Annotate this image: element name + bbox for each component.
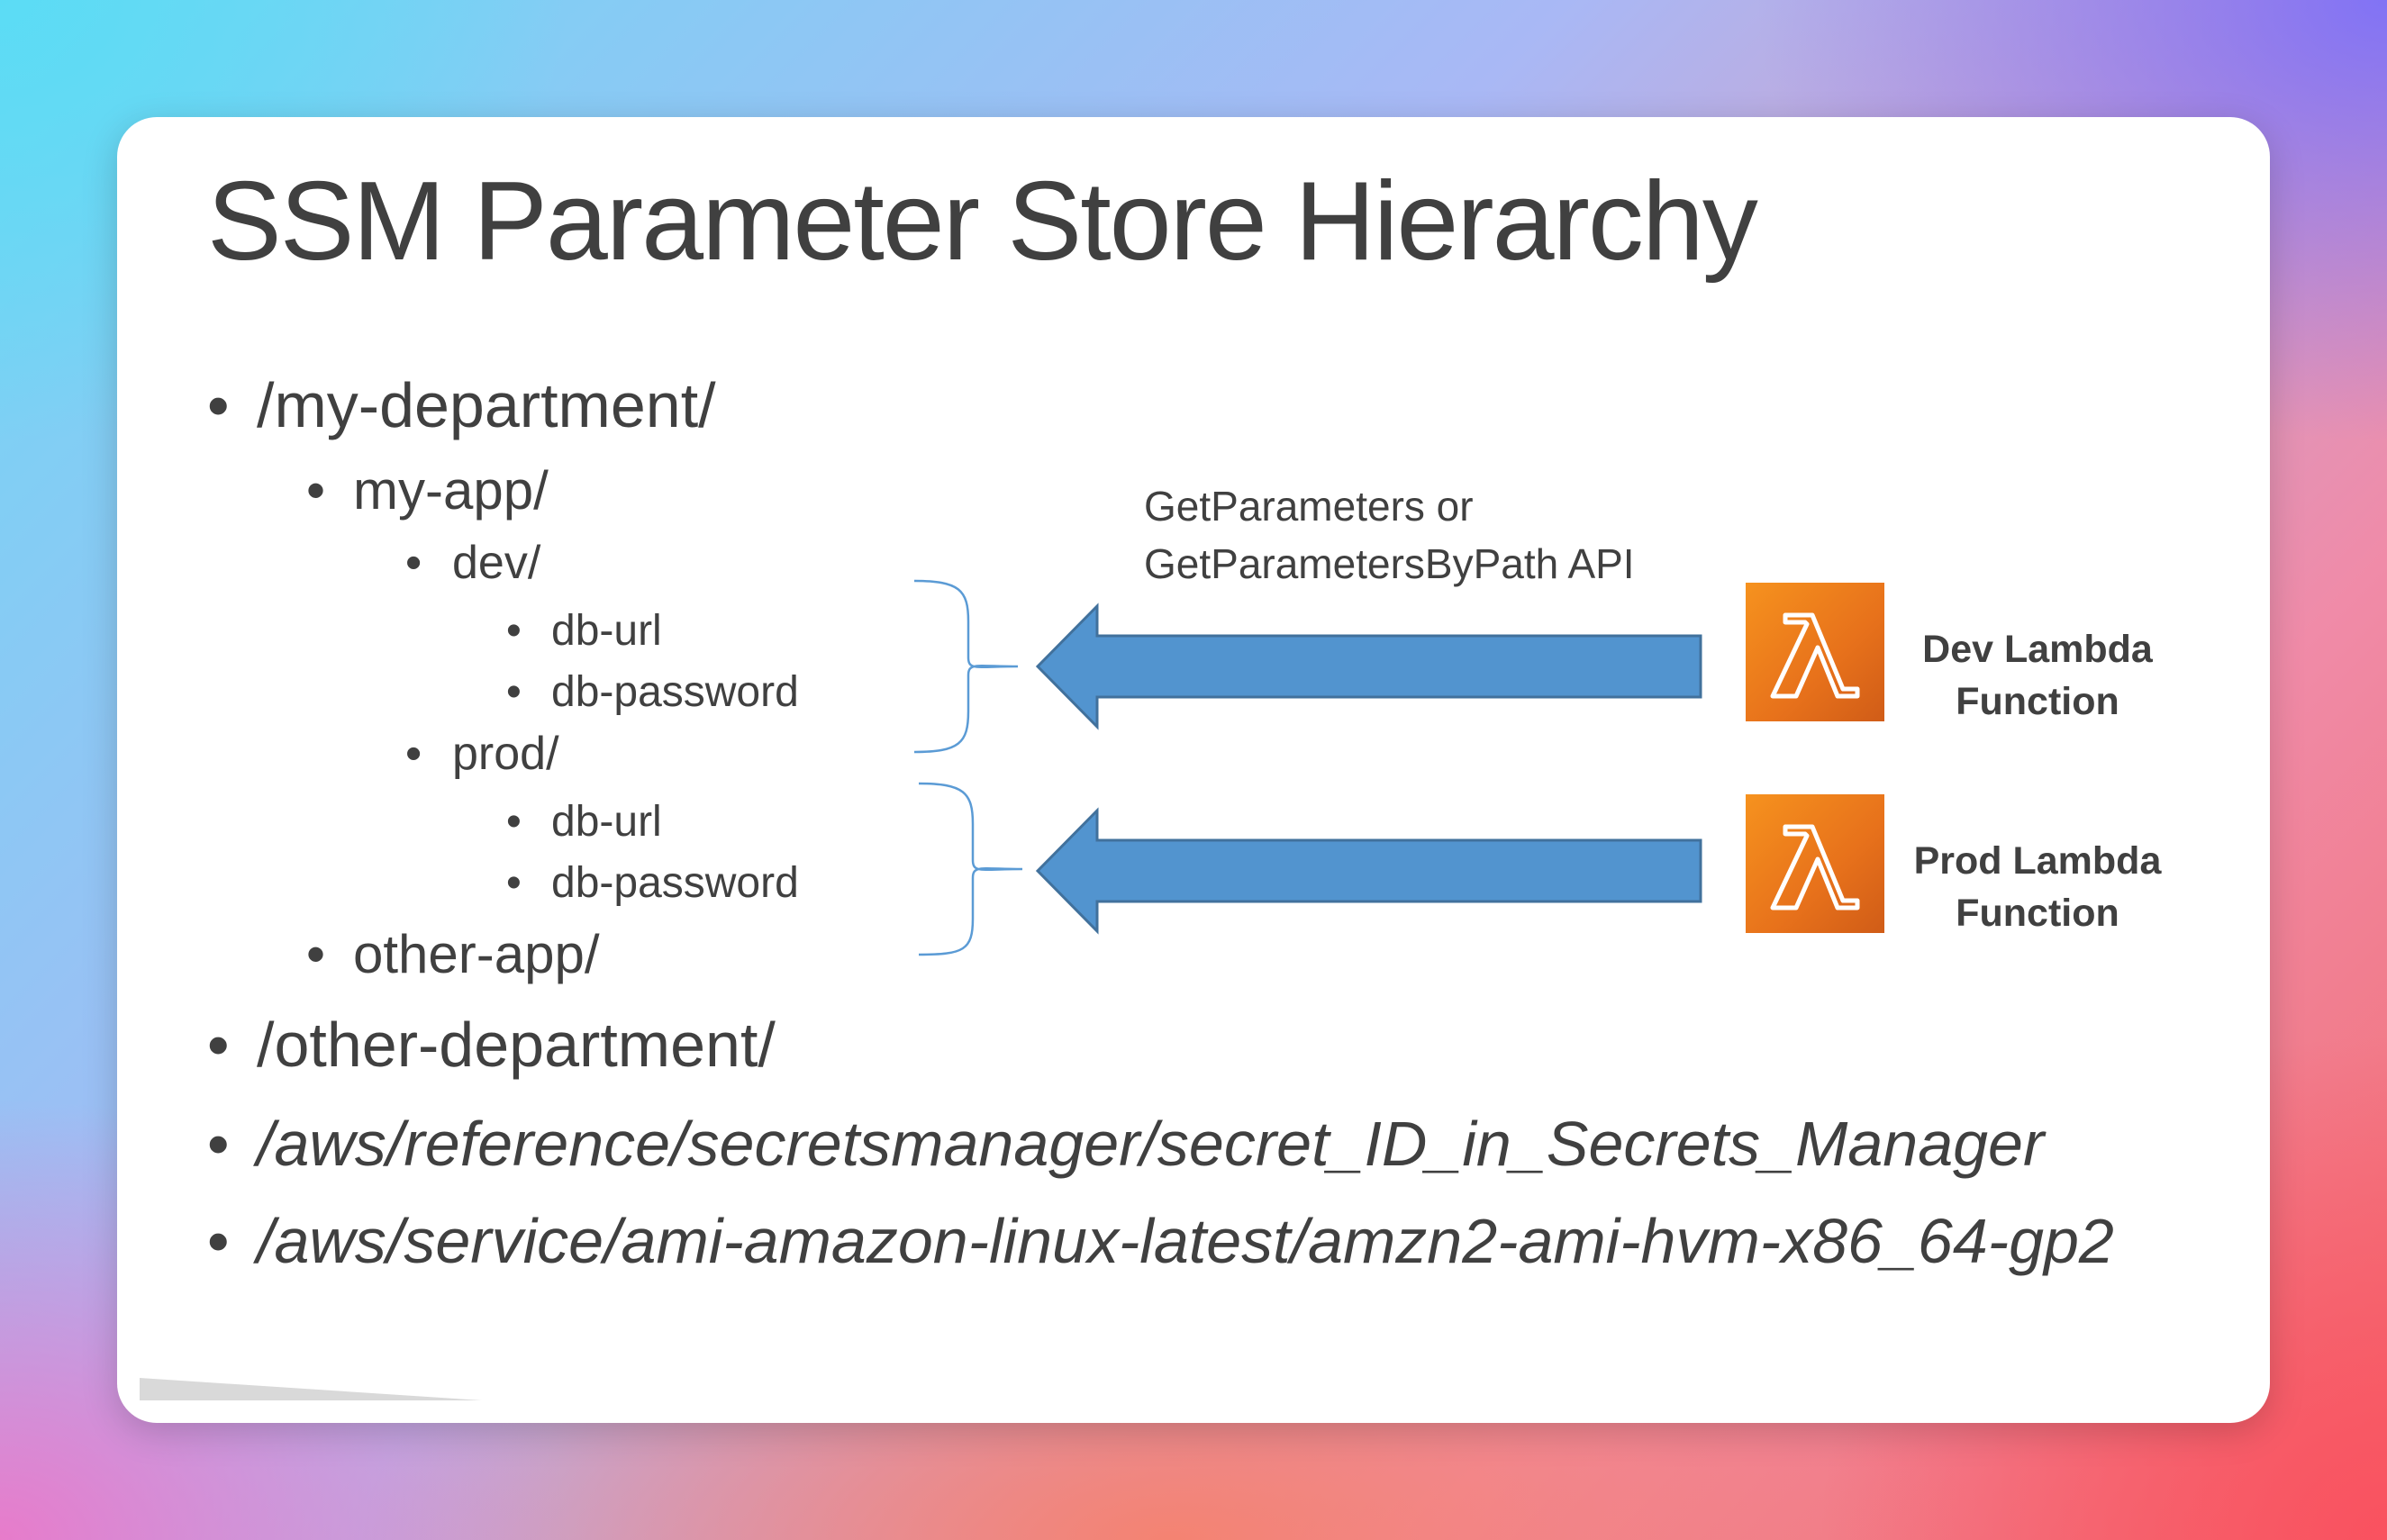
bullet-dot: • [207, 1109, 230, 1179]
bullet-dot: • [207, 1206, 230, 1276]
list-item-prod-db-password: • db-password [506, 858, 799, 908]
dev-db-url-label: db-url [551, 607, 662, 655]
dev-function-label: Dev Lambda Function [1884, 623, 2191, 728]
api-label: GetParameters or GetParametersByPath API [1144, 477, 1635, 593]
bullet-dot: • [306, 460, 326, 521]
list-item-dev-db-password: • db-password [506, 667, 799, 717]
bullet-dot: • [207, 1010, 230, 1080]
other-department-label: /other-department/ [257, 1010, 776, 1080]
bullet-dot: • [506, 668, 522, 716]
list-item-other-department: • /other-department/ [207, 1009, 776, 1081]
secrets-reference-label: /aws/reference/secretsmanager/secret_ID_… [257, 1109, 2045, 1179]
bullet-dot: • [405, 537, 422, 589]
slide: SSM Parameter Store Hierarchy • /my-depar… [117, 117, 2270, 1423]
dev-lambda-icon [1746, 583, 1884, 721]
prod-function-line1: Prod Lambda [1913, 839, 2162, 883]
list-item-dev-db-url: • db-url [506, 606, 662, 656]
lambda-icon [1770, 824, 1860, 910]
dev-function-line1: Dev Lambda [1922, 628, 2153, 671]
bullet-dot: • [506, 798, 522, 846]
prod-function-label: Prod Lambda Function [1884, 835, 2191, 939]
prod-arrow [1035, 807, 1702, 935]
list-item-ami-reference: • /aws/service/ami-amazon-linux-latest/am… [207, 1205, 2114, 1277]
bullet-dot: • [306, 924, 326, 984]
bullet-dot: • [405, 728, 422, 780]
dev-arrow [1035, 602, 1702, 730]
list-item-my-app: • my-app/ [306, 459, 549, 521]
slide-title: SSM Parameter Store Hierarchy [207, 159, 1758, 284]
my-app-label: my-app/ [353, 460, 549, 521]
ami-reference-label: /aws/service/ami-amazon-linux-latest/amz… [257, 1206, 2114, 1276]
prod-lambda-icon [1746, 794, 1884, 933]
connector-graphics [913, 579, 1702, 956]
other-app-label: other-app/ [353, 924, 600, 984]
api-label-line1: GetParameters or [1144, 483, 1474, 530]
bullet-dot: • [506, 607, 522, 655]
lambda-icon [1770, 612, 1860, 699]
list-item-other-app: • other-app/ [306, 923, 600, 985]
bullet-dot: • [207, 370, 230, 440]
prod-label: prod/ [452, 728, 559, 780]
list-item-secrets-reference: • /aws/reference/secretsmanager/secret_ID… [207, 1108, 2044, 1180]
list-item-prod: • prod/ [405, 727, 559, 781]
api-label-line2: GetParametersByPath API [1144, 540, 1635, 587]
list-item-prod-db-url: • db-url [506, 797, 662, 847]
my-department-label: /my-department/ [257, 370, 716, 440]
dev-db-password-label: db-password [551, 668, 799, 716]
bullet-dot: • [506, 859, 522, 907]
list-item-dev: • dev/ [405, 536, 540, 590]
list-item-my-department: • /my-department/ [207, 369, 716, 441]
prod-db-url-label: db-url [551, 798, 662, 846]
dev-function-line2: Function [1956, 680, 2119, 723]
dev-label: dev/ [452, 537, 541, 589]
prod-brace [918, 782, 1023, 956]
dev-brace [913, 579, 1019, 754]
prod-db-password-label: db-password [551, 859, 799, 907]
corner-decoration [140, 1378, 482, 1400]
prod-function-line2: Function [1956, 892, 2119, 935]
